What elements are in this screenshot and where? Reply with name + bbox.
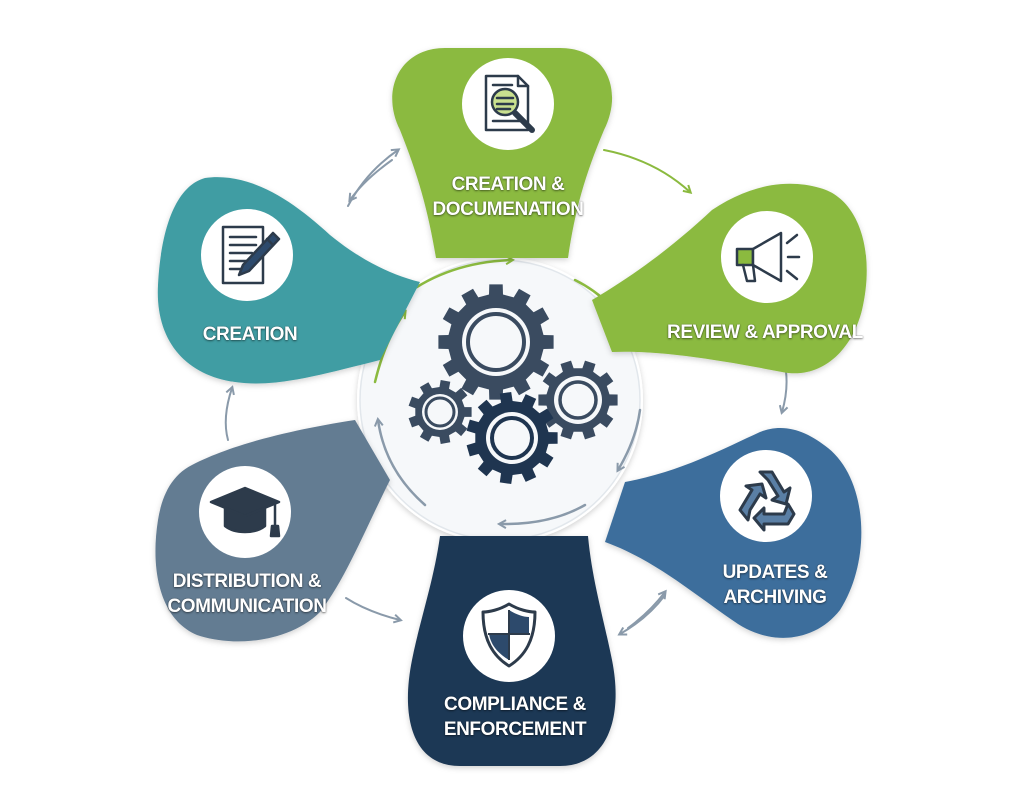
inner-arrow-bottom [500,503,587,524]
petal-creation[interactable] [157,177,420,384]
label-line: DISTRIBUTION & [172,571,322,592]
inner-arrow-left [378,420,427,507]
gear-small-left [408,380,472,444]
label-updates-archiving: UPDATES & ARCHIVING [690,560,860,610]
outer-cycle-arrows [224,149,787,634]
gear-medium-right [538,360,618,440]
arrow-documentation-to-creation [350,159,393,200]
label-line: CREATION [202,324,298,345]
gear-bottom [466,392,558,484]
label-review-approval: REVIEW & APPROVAL [655,320,875,345]
inner-arrow-right [618,408,642,470]
arrow-documentation-to-review [603,149,690,192]
label-distribution-communication: DISTRIBUTION & COMMUNICATION [152,569,342,619]
arrow-compliance-to-updates [627,592,665,629]
label-creation-documentation: CREATION & DOCUMENATION [418,172,598,222]
magnifier-document-icon [484,74,535,133]
megaphone-icon [735,231,801,283]
label-line: CREATION & [451,174,565,195]
graduation-cap-icon [209,486,281,538]
recycle-icon [738,470,796,532]
gears-icon [408,284,618,484]
label-line: REVIEW & APPROVAL [667,322,863,343]
label-line: COMPLIANCE & [444,694,586,715]
label-line: ARCHIVING [723,587,827,608]
gear-large [438,284,554,400]
petal-creation-documentation[interactable] [392,48,613,258]
label-compliance-enforcement: COMPLIANCE & ENFORCEMENT [425,692,605,742]
document-pen-icon [221,225,281,285]
label-creation: CREATION [180,322,320,347]
arrow-creation-to-documentation [347,150,398,207]
label-line: DOCUMENATION [432,199,584,220]
label-line: UPDATES & [722,562,828,583]
shield-icon [481,602,537,668]
arrow-distribution-to-compliance [345,597,400,620]
label-line: ENFORCEMENT [443,719,587,740]
label-line: COMMUNICATION [167,596,327,617]
arrow-distribution-to-creation [224,388,232,441]
